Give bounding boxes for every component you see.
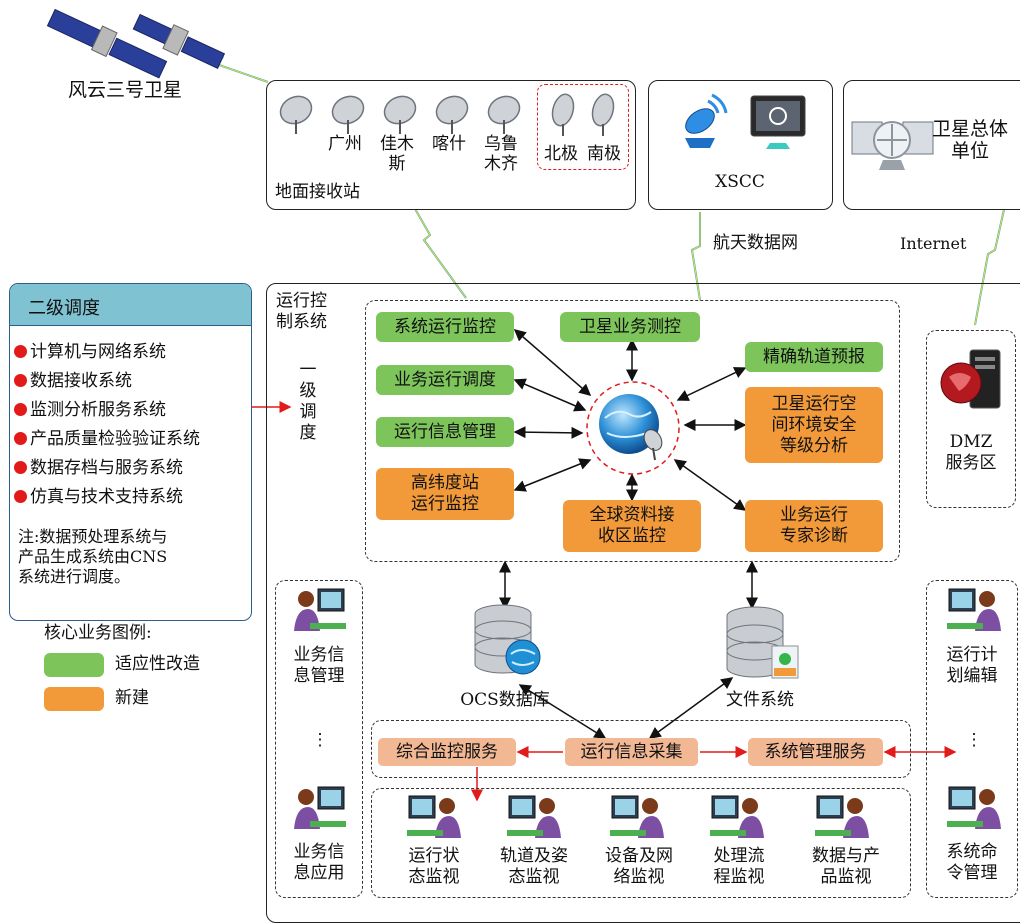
dmz-label: DMZ 服务区 xyxy=(945,432,997,473)
ground-station-dishes xyxy=(272,88,527,138)
list-item: 产品质量检验验证系统 xyxy=(14,425,200,454)
secondary-dispatch-header: 二级调度 xyxy=(10,284,251,326)
legend-label-adaptive: 适应性改造 xyxy=(115,654,200,674)
monitor-label-process-flow: 处理流 程监视 xyxy=(713,846,765,887)
primary-dispatch-label: 一 级 调 度 xyxy=(299,360,317,443)
internet-label: Internet xyxy=(900,234,967,253)
operator-icon xyxy=(815,795,869,838)
red-bullet-icon xyxy=(14,374,27,387)
legend-label-new: 新建 xyxy=(115,688,149,708)
ground-station-title: 地面接收站 xyxy=(275,182,360,202)
operator-icon xyxy=(294,588,346,631)
role-business-info-app: 业务信 息应用 xyxy=(293,842,345,883)
polar-stations-box xyxy=(537,84,629,170)
monitor-stations: 运行状 态监视 轨道及姿 态监视 设备及网 络监视 处理流 程监视 数据与产 品… xyxy=(371,790,911,898)
station-label-jiamusi: 佳木 斯 xyxy=(380,134,414,174)
green-box-info-mgmt[interactable]: 运行信息管理 xyxy=(376,417,514,447)
green-box-system-monitor[interactable]: 系统运行监控 xyxy=(376,312,514,342)
orange-box-high-lat-monitor[interactable]: 高纬度站 运行监控 xyxy=(376,468,514,520)
hub-arrows xyxy=(513,329,747,511)
core-business-area xyxy=(365,300,900,562)
aerospace-net-label: 航天数据网 xyxy=(713,233,798,253)
server-globe-icon xyxy=(851,121,934,170)
legend-swatch-orange xyxy=(44,687,104,711)
green-box-satellite-tt[interactable]: 卫星业务测控 xyxy=(560,312,700,342)
legend-swatch-green xyxy=(44,653,104,677)
secondary-dispatch-list: 计算机与网络系统 数据接收系统 监测分析服务系统 产品质量检验验证系统 数据存档… xyxy=(14,338,200,512)
service-system-mgmt[interactable]: 系统管理服务 xyxy=(748,738,883,766)
station-label-guangzhou: 广州 xyxy=(328,134,362,154)
operator-icon xyxy=(710,795,764,838)
red-bullet-icon xyxy=(14,345,27,358)
red-bullet-icon xyxy=(14,403,27,416)
operator-icon xyxy=(407,795,461,838)
red-bullet-icon xyxy=(14,490,27,503)
secondary-dispatch-title: 二级调度 xyxy=(28,298,100,319)
green-box-orbit-forecast[interactable]: 精确轨道预报 xyxy=(745,342,883,372)
role-ops-plan-edit: 运行计 划编辑 xyxy=(946,645,998,686)
monitor-label-data-products: 数据与产 品监视 xyxy=(812,846,880,887)
xscc-label: XSCC xyxy=(715,172,765,192)
station-label-south-pole: 南极 xyxy=(587,144,621,164)
monitoring-area xyxy=(371,788,911,898)
satellite-icon xyxy=(46,8,225,79)
ocs-database-label: OCS数据库 xyxy=(460,690,550,710)
orange-box-global-rx-monitor[interactable]: 全球资料接 收区监控 xyxy=(563,500,701,552)
role-system-command-mgmt: 系统命 令管理 xyxy=(946,842,998,883)
operator-icon xyxy=(947,588,1001,631)
station-label-kashi: 喀什 xyxy=(432,134,466,154)
monitor-label-ops-status: 运行状 态监视 xyxy=(408,846,460,887)
service-info-collection[interactable]: 运行信息采集 xyxy=(565,738,698,766)
role-business-info-mgmt: 业务信 息管理 xyxy=(293,645,345,686)
file-system-icon xyxy=(726,606,799,679)
antenna-icon xyxy=(685,93,728,148)
operator-icon xyxy=(947,786,1001,829)
secondary-dispatch-note: 注:数据预处理系统与 产品生成系统由CNS 系统进行调度。 xyxy=(18,527,168,586)
orange-box-space-env-analysis[interactable]: 卫星运行空 间环境安全 等级分析 xyxy=(745,387,883,463)
hub-globe-icon xyxy=(586,381,680,475)
orange-box-expert-diagnosis[interactable]: 业务运行 专家诊断 xyxy=(745,500,883,552)
monitor-label-orbit-attitude: 轨道及姿 态监视 xyxy=(500,846,568,887)
dmz-area xyxy=(926,330,1016,508)
services-area xyxy=(371,720,911,778)
monitor-icon xyxy=(750,95,806,149)
satellite-unit-label: 卫星总体 单位 xyxy=(931,118,1008,162)
ops-control-title: 运行控 制系统 xyxy=(276,291,327,332)
secondary-dispatch-panel: 二级调度 计算机与网络系统 数据接收系统 监测分析服务系统 产品质量检验验证系统… xyxy=(9,283,252,621)
monitor-label-device-network: 设备及网 络监视 xyxy=(605,846,673,887)
left-ellipsis: ⋮ xyxy=(311,730,329,750)
operator-icon xyxy=(294,786,346,829)
ocs-database-icon xyxy=(474,604,541,675)
legend-title: 核心业务图例: xyxy=(44,623,152,643)
dmz-server-icon xyxy=(940,349,1001,409)
green-box-ops-dispatch[interactable]: 业务运行调度 xyxy=(376,365,514,395)
red-bullet-icon xyxy=(14,432,27,445)
list-item: 监测分析服务系统 xyxy=(14,396,200,425)
operator-icon xyxy=(610,795,664,838)
list-item: 仿真与技术支持系统 xyxy=(14,483,200,512)
list-item: 数据接收系统 xyxy=(14,367,200,396)
db-arrows xyxy=(499,560,758,739)
list-item: 数据存档与服务系统 xyxy=(14,454,200,483)
left-roles-area xyxy=(275,580,363,898)
red-bullet-icon xyxy=(14,461,27,474)
right-ellipsis: ⋮ xyxy=(965,730,983,750)
file-system-label: 文件系统 xyxy=(726,690,794,710)
station-label-urumqi: 乌鲁 木齐 xyxy=(484,134,518,174)
service-integrated-monitoring[interactable]: 综合监控服务 xyxy=(378,738,516,766)
satellite-label: 风云三号卫星 xyxy=(67,79,182,101)
right-roles-area xyxy=(926,580,1018,898)
polar-dish-icon xyxy=(551,93,615,136)
station-label-north-pole: 北极 xyxy=(544,144,578,164)
list-item: 计算机与网络系统 xyxy=(14,338,200,367)
satellite-dish-icon xyxy=(279,95,521,134)
operator-icon xyxy=(507,795,561,838)
